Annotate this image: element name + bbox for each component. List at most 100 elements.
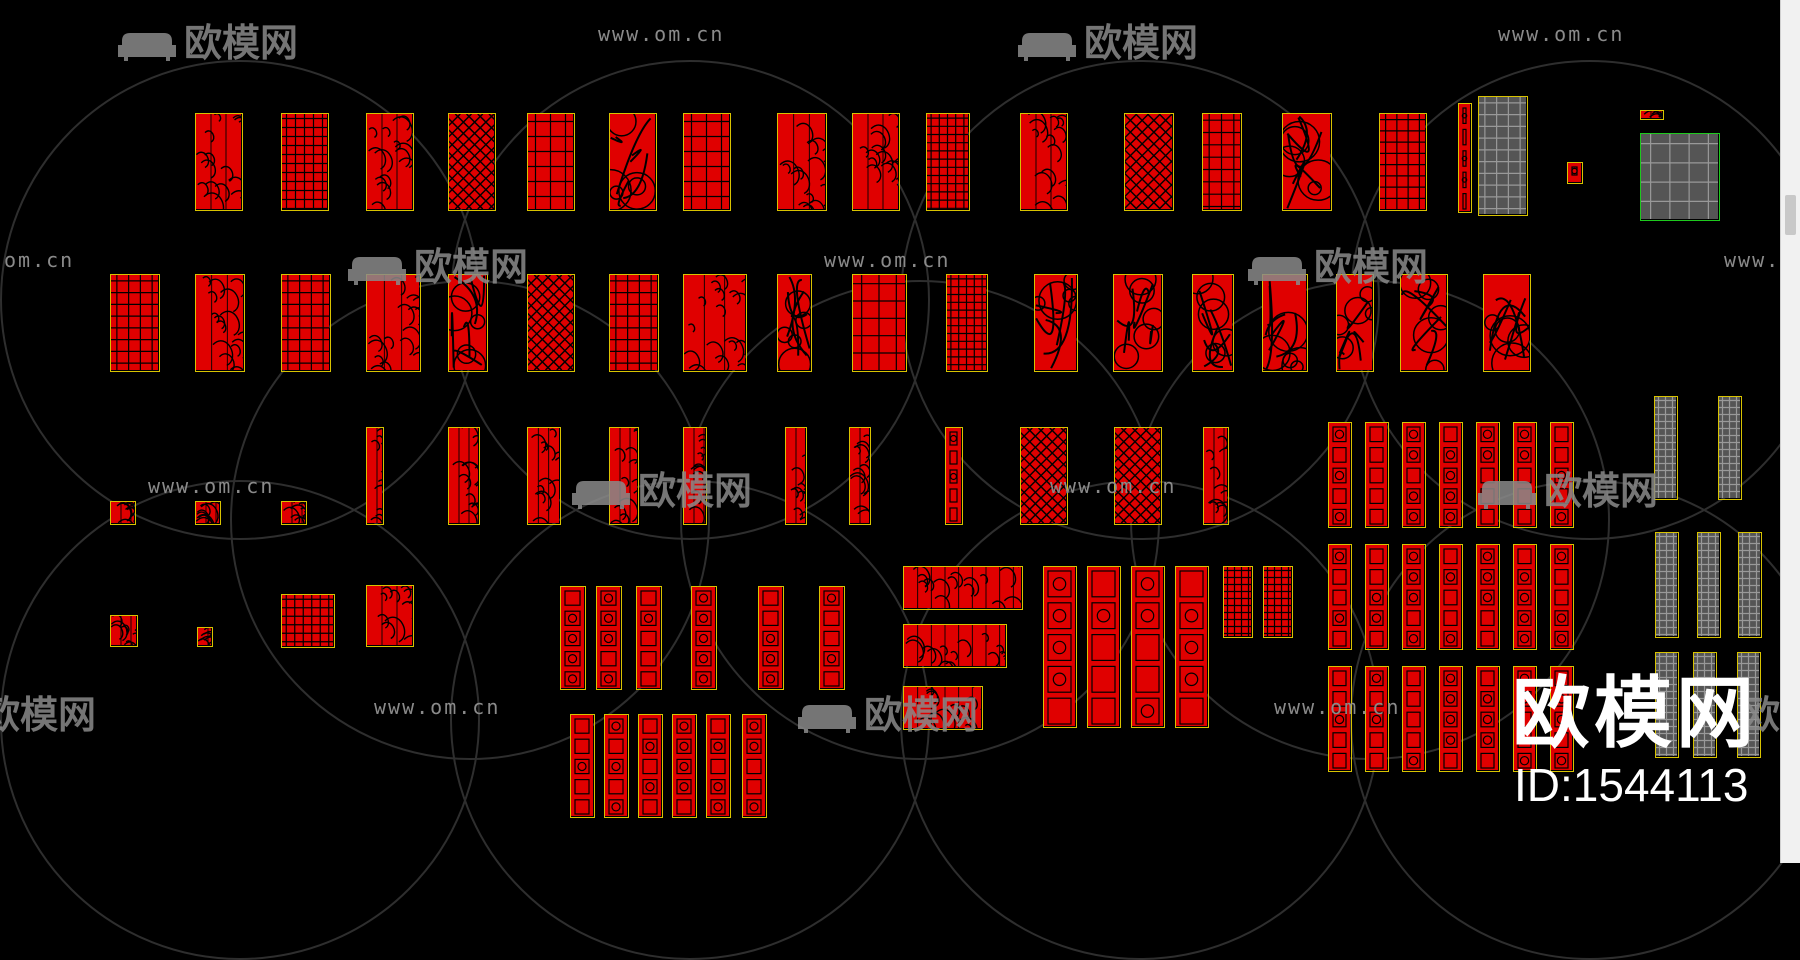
carving-pattern (597, 587, 620, 688)
carved-panel (683, 427, 707, 525)
carved-panel (638, 714, 663, 818)
carved-panel (1379, 113, 1427, 211)
carving-pattern (904, 567, 1021, 608)
carved-panel (636, 586, 662, 690)
carving-pattern (684, 114, 729, 209)
carving-pattern (1739, 533, 1760, 636)
carving-pattern (1021, 114, 1066, 209)
carved-panel (1655, 652, 1679, 758)
sofa-icon (1018, 32, 1076, 61)
carved-panel (903, 686, 983, 730)
carved-panel (1365, 666, 1389, 772)
carving-pattern (1115, 428, 1160, 523)
carved-panel (1400, 274, 1448, 372)
carving-pattern (1655, 397, 1676, 498)
carved-panel (560, 586, 586, 690)
carving-pattern (1656, 533, 1677, 636)
carved-panel (1223, 566, 1253, 638)
carving-pattern (367, 428, 382, 523)
carving-pattern (282, 595, 333, 646)
carving-pattern (820, 587, 843, 688)
carved-panel (110, 615, 138, 647)
watermark-logo: 欧模网 (796, 684, 978, 739)
carved-panel (1034, 274, 1078, 372)
carving-pattern (853, 114, 898, 209)
carving-pattern (282, 502, 305, 523)
carved-panel (1737, 652, 1761, 758)
carved-panel (1020, 113, 1068, 211)
watermark-logo: 欧模网 (1246, 236, 1428, 291)
carving-pattern (1484, 275, 1529, 370)
scrollbar-thumb[interactable] (1785, 195, 1796, 235)
carved-panel (448, 274, 488, 372)
carving-pattern (1551, 423, 1572, 526)
carving-pattern (1224, 567, 1251, 636)
carving-pattern (1440, 423, 1461, 526)
carving-pattern (1694, 653, 1715, 756)
carved-panel (366, 585, 414, 647)
carving-pattern (605, 715, 627, 816)
watermark-logo-text: 欧模网 (0, 693, 97, 737)
carved-panel (281, 113, 329, 211)
carved-panel (1114, 427, 1162, 525)
carved-panel (1282, 113, 1332, 211)
carved-panel (706, 714, 731, 818)
carving-pattern (639, 715, 661, 816)
carving-pattern (850, 428, 869, 523)
carving-pattern (1088, 567, 1119, 726)
carved-panel (1439, 422, 1463, 528)
carving-pattern (449, 114, 494, 209)
carving-pattern (282, 114, 327, 209)
carved-panel (849, 427, 871, 525)
sofa-icon (1248, 256, 1306, 285)
carving-pattern (1403, 545, 1424, 648)
carved-panel (926, 113, 970, 211)
watermark-logo-text: 欧模网 (864, 693, 979, 737)
carving-pattern (1479, 97, 1526, 214)
carved-panel (1365, 422, 1389, 528)
carved-panel (742, 714, 767, 818)
watermark-url: www.om.cn (374, 695, 501, 719)
carved-panel (777, 274, 812, 372)
carved-panel (1640, 133, 1720, 221)
carved-panel (609, 274, 659, 372)
carved-panel (609, 427, 639, 525)
carved-panel (366, 113, 414, 211)
watermark-url: www.om.cn (1274, 695, 1401, 719)
watermark-logo-text: 欧模网 (184, 21, 299, 65)
carved-panel (197, 627, 213, 647)
carving-pattern (528, 114, 573, 209)
carved-panel (683, 113, 731, 211)
watermark-logo-text: 欧模网 (638, 469, 753, 513)
carving-pattern (1477, 545, 1498, 648)
carved-panel (785, 427, 807, 525)
carving-pattern (1329, 667, 1350, 770)
carving-pattern (1477, 667, 1498, 770)
carving-pattern (1738, 653, 1759, 756)
carved-panel (1402, 544, 1426, 650)
carving-pattern (1551, 545, 1572, 648)
carved-panel (195, 113, 243, 211)
vertical-scrollbar[interactable] (1780, 0, 1800, 863)
carved-panel (1567, 162, 1583, 184)
carving-pattern (282, 275, 329, 370)
carved-panel (366, 274, 421, 372)
carved-panel (1402, 422, 1426, 528)
carving-pattern (1459, 104, 1470, 211)
carving-pattern (1337, 275, 1372, 370)
carving-pattern (367, 586, 412, 645)
carved-panel (945, 427, 963, 525)
carved-panel (903, 566, 1023, 610)
carved-panel (1043, 566, 1077, 728)
model-id-label: ID:1544113 (1514, 759, 1749, 811)
carved-panel (1402, 666, 1426, 772)
watermark-logo: 欧模网 (1476, 460, 1658, 515)
carved-panel (366, 427, 384, 525)
carving-pattern (692, 587, 715, 688)
watermark-url: www.om.cn (148, 474, 275, 498)
carving-pattern (1568, 163, 1581, 182)
carving-pattern (1193, 275, 1232, 370)
carved-panel (672, 714, 697, 818)
carved-panel (1328, 666, 1352, 772)
